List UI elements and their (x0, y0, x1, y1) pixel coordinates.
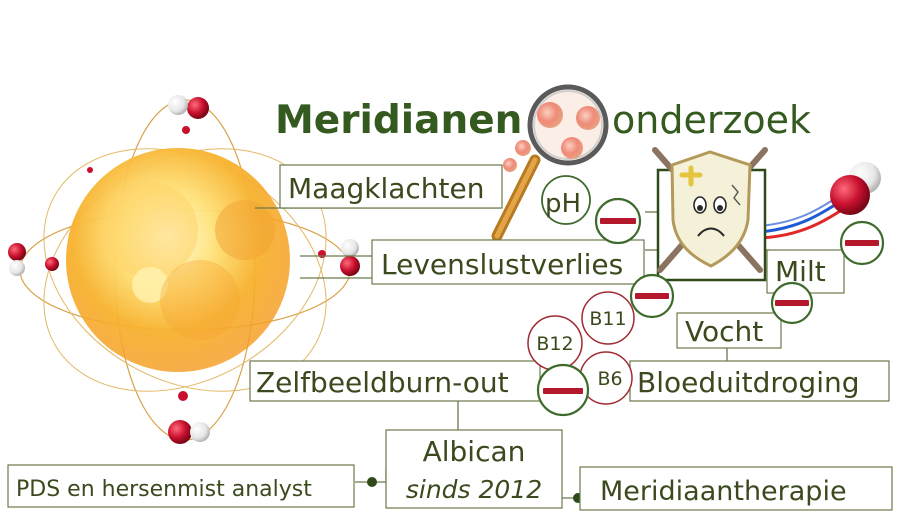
title-rest: onderzoek (612, 98, 811, 142)
label-b12: B12 (536, 333, 573, 355)
shield-icon (652, 147, 768, 282)
label-pds: PDS en hersenmist analyst (16, 477, 312, 502)
minus-icon (770, 281, 814, 325)
title-bold: Meridianen (275, 98, 522, 143)
node-box-meridiaan (579, 466, 893, 511)
label-vocht: Vocht (685, 315, 763, 348)
label-ph: pH (545, 189, 581, 219)
label-milt: Milt (775, 255, 826, 288)
ph-circle (541, 175, 591, 225)
minus-icon (594, 197, 642, 245)
label-meridiaan: Meridiaantherapie (600, 476, 847, 507)
atom-icon (8, 95, 360, 444)
node-box-levenslustverlies (371, 239, 645, 285)
minus-icon (629, 273, 675, 319)
label-levenslustverlies: Levenslustverlies (381, 248, 623, 281)
label-zelfbeeld: Zelfbeeldburn-out (256, 366, 509, 399)
node-box-bloeduitdroging (629, 360, 890, 402)
node-box-zelfbeeld (249, 360, 541, 402)
vitamin-b12: B12 (527, 315, 583, 371)
vitamin-b11: B11 (581, 291, 635, 345)
node-box-pds (7, 464, 355, 508)
page-title: Meridianen onderzoek (275, 98, 811, 143)
minus-icon (839, 220, 885, 266)
label-sinds: sinds 2012 (406, 475, 542, 504)
label-b11: B11 (589, 308, 626, 330)
magnifier-icon (491, 84, 609, 242)
node-box-maagklachten (279, 164, 503, 209)
molecule-icon (759, 162, 881, 240)
minus-icon (536, 363, 590, 417)
label-albican: Albican (423, 435, 526, 468)
node-box-vocht (676, 312, 782, 349)
label-b6: B6 (597, 368, 622, 390)
label-maagklachten: Maagklachten (288, 172, 485, 205)
label-bloeduitdroging: Bloeduitdroging (637, 366, 860, 399)
node-box-albican (385, 429, 563, 509)
